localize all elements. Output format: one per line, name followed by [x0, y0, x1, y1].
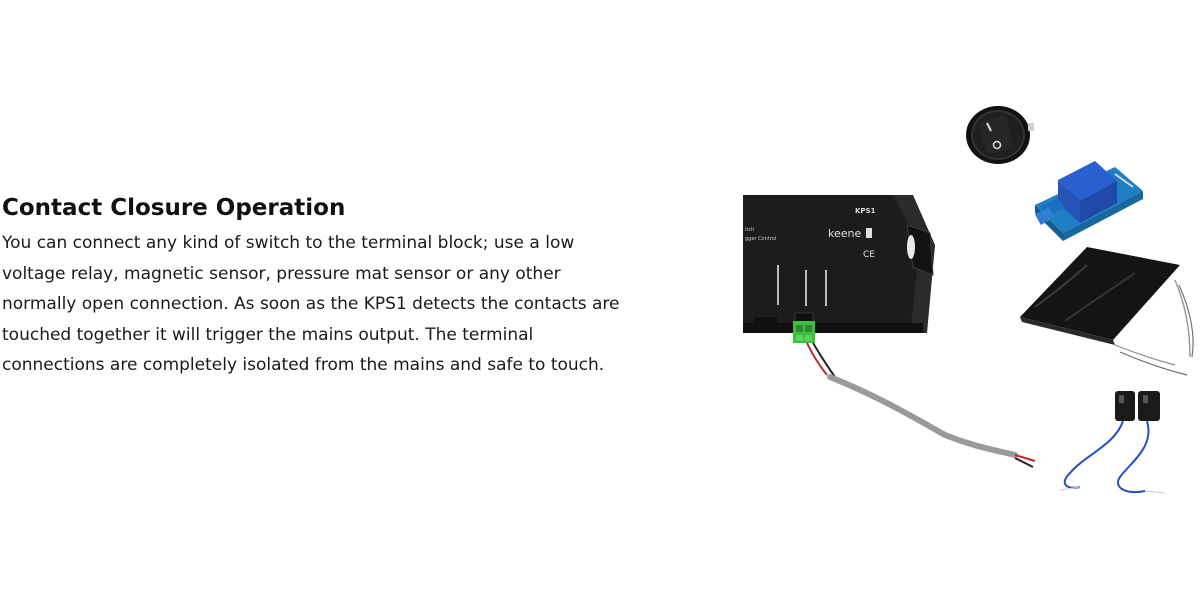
magnetic-sensor-image [1059, 391, 1166, 494]
relay-board-image [1035, 161, 1143, 241]
product-illustration: KPS1 keene CE itch gger Control [743, 106, 1194, 494]
brand-logo-mark [866, 228, 872, 238]
terminal-cable-image [806, 342, 1036, 468]
device-side-text: itch [745, 227, 754, 233]
device-model-label: KPS1 [855, 207, 876, 215]
device-brand-label: keene [828, 227, 861, 240]
description-line: normally open connection. As soon as the… [2, 294, 620, 314]
device-ce-mark: CE [863, 250, 875, 260]
description-line: touched together it will trigger the mai… [2, 324, 534, 345]
rocker-switch-image [966, 106, 1034, 164]
pressure-mat-image [1020, 247, 1194, 376]
section-heading: Contact Closure Operation [2, 195, 346, 221]
section-description: You can connect any kind of switch to th… [2, 228, 702, 381]
description-line: You can connect any kind of switch to th… [2, 233, 575, 253]
description-line: connections are completely isolated from… [2, 355, 605, 375]
contact-closure-section: Contact Closure Operation You can connec… [2, 192, 702, 381]
description-line: voltage relay, magnetic sensor, pressure… [2, 263, 561, 284]
device-side-text: gger Control [745, 236, 776, 242]
kps1-device-image: KPS1 keene CE itch gger Control [743, 195, 935, 343]
